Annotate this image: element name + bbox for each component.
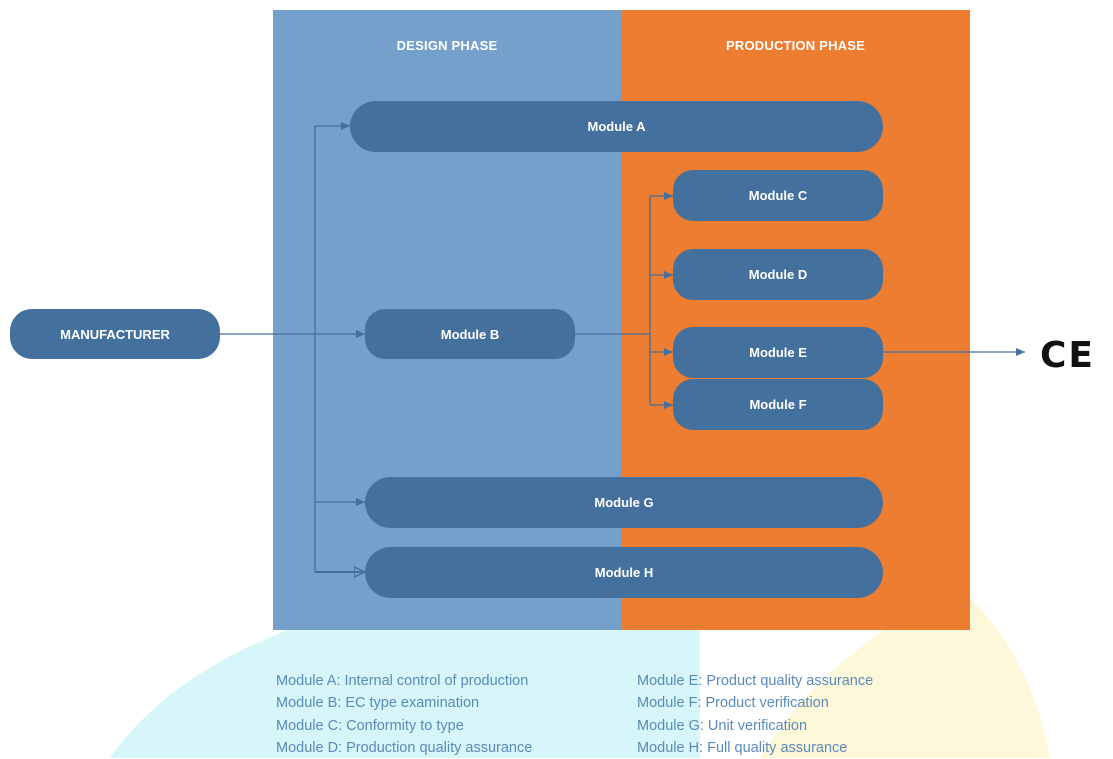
legend-item: Module G: Unit verification <box>637 717 808 734</box>
production-phase-title: PRODUCTION PHASE <box>726 38 865 53</box>
legend-item: Module H: Full quality assurance <box>637 739 848 756</box>
module-f-node: Module F <box>673 379 883 430</box>
legend-item: Module D: Production quality assurance <box>276 739 533 756</box>
module-a-node: Module A <box>350 101 883 152</box>
design-phase-title: DESIGN PHASE <box>396 38 498 53</box>
legend-item: Module C: Conformity to type <box>276 717 464 734</box>
module-c-node: Module C <box>673 170 883 221</box>
module-h-node: Module H <box>365 547 883 598</box>
decor-yellow-arc <box>760 590 1050 758</box>
legend-left-column: Module A: Internal control of production… <box>276 670 532 759</box>
legend-item: Module B: EC type examination <box>276 695 480 712</box>
decor-cyan-arc <box>110 615 700 758</box>
ce-mark-icon: CE <box>1040 335 1096 376</box>
legend-right-column: Module E: Product quality assurance Modu… <box>637 670 873 759</box>
manufacturer-node: MANUFACTURER <box>10 309 220 359</box>
module-b-node: Module B <box>365 309 575 359</box>
module-g-node: Module G <box>365 477 883 528</box>
module-d-node: Module D <box>673 249 883 300</box>
legend-item: Module F: Product verification <box>637 695 829 712</box>
legend-item: Module A: Internal control of production <box>276 673 529 689</box>
legend-item: Module E: Product quality assurance <box>637 673 874 689</box>
module-e-node: Module E <box>673 327 883 378</box>
